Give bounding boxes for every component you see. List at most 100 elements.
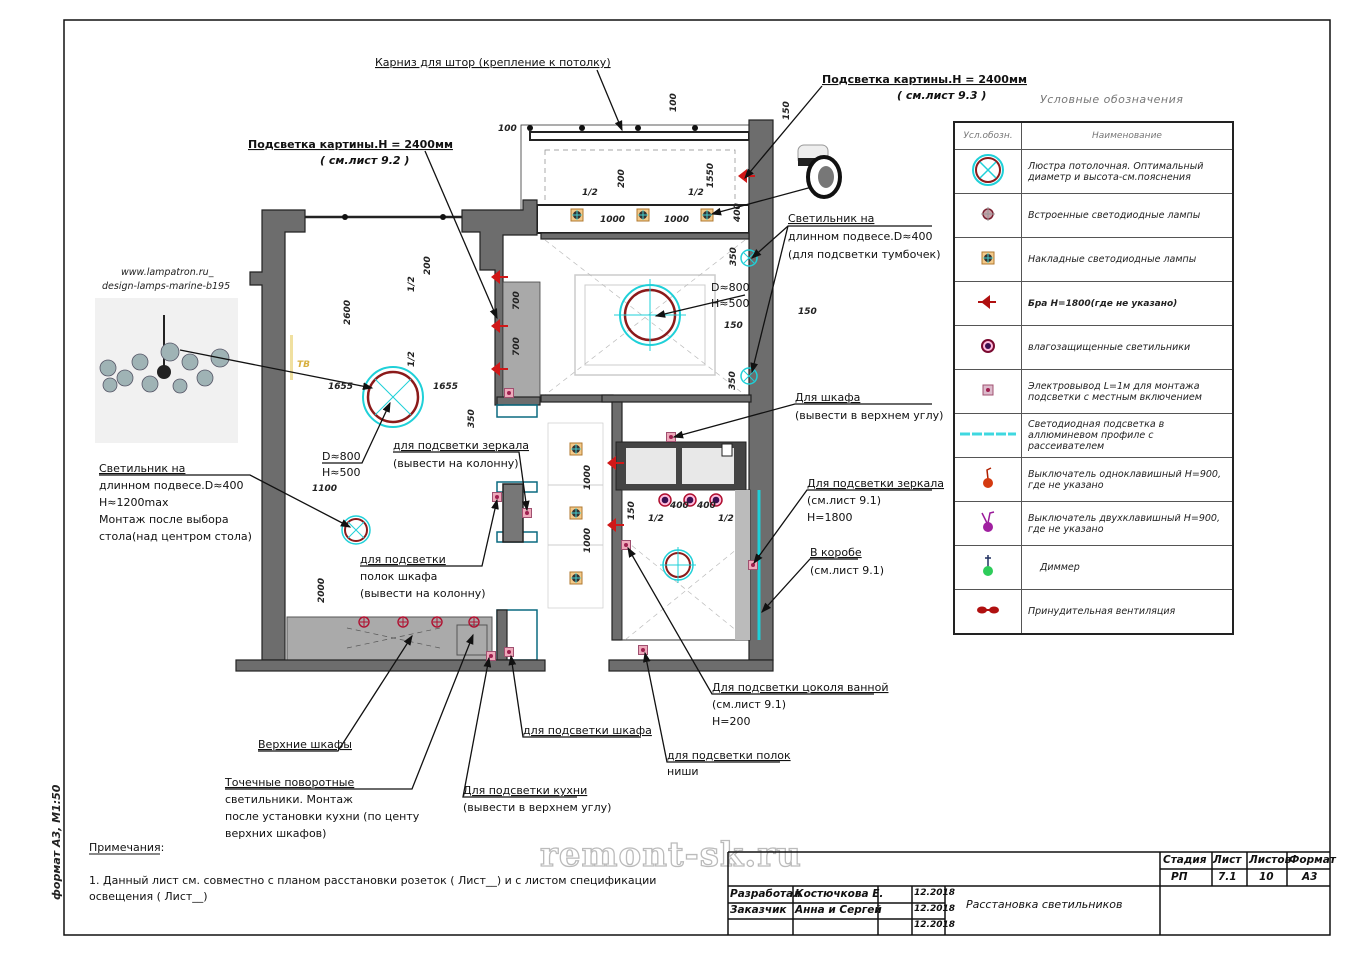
notes-line: освещения ( Лист__) <box>89 890 208 903</box>
surface-led-icon <box>569 571 583 585</box>
cabinet-light-label: для подсветки шкафа <box>523 724 652 737</box>
legend-item: Диммер <box>1021 545 1234 590</box>
kitchen-counter <box>286 616 493 661</box>
dimension-label: 1/2 <box>688 188 704 198</box>
legend-col-symbol: Усл.обозн. <box>953 121 1022 150</box>
bath-plinth-label: H=200 <box>712 715 750 728</box>
dimension-label: 150 <box>782 101 792 120</box>
dimension-label: 400 <box>669 501 689 511</box>
dimension-label: 1100 <box>312 484 337 494</box>
dimension-label: 700 <box>512 291 522 310</box>
pendant-left-label: Монтаж после выбора <box>99 513 229 526</box>
electrical-outlet-icon <box>621 540 631 550</box>
dimension-label: 100 <box>669 93 679 112</box>
dimension-label: 1655 <box>328 382 353 392</box>
lamp-reference-text: www.lampatron.ru_ <box>121 267 214 278</box>
recessed-led-icon <box>358 616 370 628</box>
drawing-title: Расстановка светильников <box>966 898 1123 911</box>
format-label: Формат <box>1289 854 1336 866</box>
spot-lights-label: верхних шкафов) <box>225 827 326 840</box>
led-strip-icon <box>960 432 1016 436</box>
electrical-outlet-icon <box>982 384 994 396</box>
shelf-light-label: полок шкафа <box>360 570 437 583</box>
surface-led-icon <box>570 208 584 222</box>
electrical-outlet-icon <box>504 388 514 398</box>
spot-lights-label: Точечные поворотные <box>224 776 354 789</box>
title-block: Стадия Лист Листов Формат РП 7.1 10 А3 Р… <box>728 852 1336 935</box>
dimension-label: 150 <box>627 501 637 520</box>
recessed-led-icon <box>981 207 995 221</box>
dimension-label: 1/2 <box>718 514 734 524</box>
dimension-label: 1000 <box>664 215 689 225</box>
ceiling-chandelier-icon <box>660 547 696 583</box>
dimension-label: 1000 <box>583 465 593 490</box>
tv-label: ТВ <box>297 360 310 370</box>
legend-item: Светодиодная подсветка в аллюминевом про… <box>1021 413 1234 458</box>
surface-led-icon <box>569 506 583 520</box>
in-box-label: В коробе <box>810 546 862 559</box>
pendant-left-label: стола(над центром стола) <box>99 530 252 543</box>
dimension-label: 1000 <box>583 528 593 553</box>
legend-table: Усл.обозн.Наименование Люстра потолочная… <box>953 121 1234 635</box>
chandelier-photo <box>95 298 238 443</box>
bath-mirror-label: (см.лист 9.1) <box>807 494 881 507</box>
bedroom-chandelier-label: H≈500 <box>322 466 360 479</box>
spot-lights-label: светильники. Монтаж <box>225 793 353 806</box>
legend-item: Бра H=1800(где не указано) <box>1021 281 1234 326</box>
dimension-label: 350 <box>728 371 738 390</box>
niche-shelves-label: ниши <box>667 765 699 778</box>
pendant-left-label: длинном подвесе.D≈400 <box>99 479 243 492</box>
fixtures <box>341 168 758 661</box>
curtain-label: Карниз для штор (крепление к потолку) <box>375 56 611 69</box>
wall-right <box>748 119 774 661</box>
picture-light-left-label: Подсветка картины.H = 2400мм <box>248 138 453 151</box>
single-switch-icon <box>983 467 993 488</box>
dimension-label: 350 <box>467 409 477 428</box>
legend-item: Встроенные светодиодные лампы <box>1021 193 1234 238</box>
sheets-label: Листов <box>1249 854 1292 866</box>
pendant-left-label: Светильник на <box>99 462 185 475</box>
dimension-label: 1/2 <box>582 188 598 198</box>
client-role: Заказчик <box>730 904 787 916</box>
dimension-label: 700 <box>512 337 522 356</box>
bath-mirror-label: H=1800 <box>807 511 852 524</box>
developer-name: Костючкова Е. <box>795 888 884 900</box>
kitchen-light-label: (вывести в верхнем углу) <box>463 801 611 814</box>
wall-sconce-icon <box>978 295 996 309</box>
dimension-label: 1/2 <box>407 351 417 367</box>
spotlight-photo <box>797 144 842 199</box>
dimension-label: 150 <box>798 307 817 317</box>
legend-title: Условные обозначения <box>1040 93 1184 106</box>
notes-line: 1. Данный лист см. совместно с планом ра… <box>89 874 656 887</box>
stage-value: РП <box>1171 871 1188 883</box>
bath-plinth-label: (см.лист 9.1) <box>712 698 786 711</box>
recessed-led-icon <box>468 616 480 628</box>
legend-col-name: Наименование <box>1021 121 1234 150</box>
surface-led-icon <box>981 251 995 265</box>
dimension-label: 2000 <box>317 578 327 603</box>
picture-light-right-label: ( см.лист 9.3 ) <box>897 89 986 102</box>
pendant-left-label: H≈1200max <box>99 496 169 509</box>
ventilation-icon <box>977 606 999 614</box>
electrical-outlet-icon <box>748 560 758 570</box>
sheets-value: 10 <box>1259 871 1274 883</box>
dimension-label: 150 <box>724 321 743 331</box>
dimension-label: 2600 <box>343 300 353 325</box>
electrical-outlet-icon <box>504 647 514 657</box>
dimension-label: 400 <box>733 203 743 223</box>
lamp-reference-text: design-lamps-marine-b195 <box>102 281 230 292</box>
spot-lights-label: после установки кухни (по центу <box>225 810 420 823</box>
legend-item: Накладные светодиодные лампы <box>1021 237 1234 282</box>
pendant-right-label: длинном подвесе.D≈400 <box>788 230 932 243</box>
dimension-label: 200 <box>617 169 627 188</box>
bedroom-chandelier-label: D≈800 <box>322 450 361 463</box>
surface-led-icon <box>700 208 714 222</box>
dimension-label: 100 <box>498 124 517 134</box>
mirror-light-label: для подсветки зеркала <box>393 439 529 452</box>
sheet-label: Лист <box>1213 854 1242 866</box>
client-date: 12.2018 <box>914 904 955 914</box>
dimension-label: 200 <box>423 256 433 275</box>
recessed-led-icon <box>431 616 443 628</box>
format-label: формат А3, М1:50 <box>50 784 63 900</box>
